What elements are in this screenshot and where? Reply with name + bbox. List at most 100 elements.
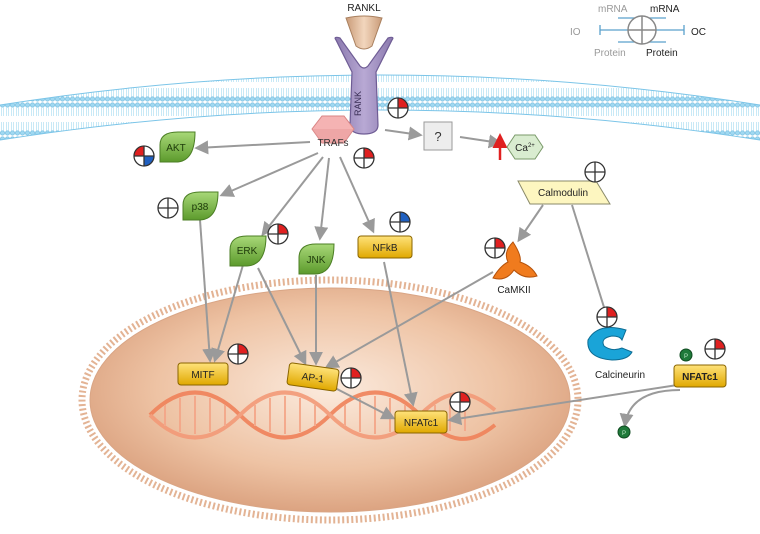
- trafs-regulation-indicator: [353, 147, 375, 169]
- indicator-quadrant: [607, 317, 617, 327]
- nfkb-regulation-indicator: [389, 211, 411, 233]
- indicator-quadrant: [450, 392, 460, 402]
- indicator-quadrant: [595, 162, 605, 172]
- legend: IO OC mRNA mRNA Protein Protein: [570, 4, 706, 59]
- phosphate-bottom: P: [617, 425, 631, 439]
- mitf-regulation-indicator: [227, 343, 249, 365]
- indicator-quadrant: [351, 378, 361, 388]
- nfkb-label: NFkB: [373, 243, 398, 254]
- indicator-quadrant: [168, 208, 178, 218]
- calmodulin-regulation-indicator: [584, 161, 606, 183]
- phosphate-top: P: [679, 348, 693, 362]
- nfkb-node: NFkB: [357, 235, 413, 259]
- indicator-quadrant: [341, 368, 351, 378]
- ap1-label: AP-1: [301, 371, 325, 385]
- jnk-node: JNK: [298, 243, 335, 275]
- p38-label: p38: [192, 202, 209, 213]
- indicator-quadrant: [390, 222, 400, 232]
- indicator-quadrant: [485, 238, 495, 248]
- rankl-ligand: RANKL: [345, 3, 383, 50]
- indicator-quadrant: [354, 158, 364, 168]
- camkii-label: CaMKII: [497, 285, 530, 296]
- nfatc1-nuclear-node: NFATc1: [394, 410, 448, 434]
- unknown-label: ?: [434, 129, 441, 144]
- calcineurin-label: Calcineurin: [595, 370, 645, 381]
- nfatc1-cytoplasmic-label: NFATc1: [682, 372, 718, 383]
- indicator-quadrant: [354, 148, 364, 158]
- indicator-quadrant: [134, 156, 144, 166]
- indicator-quadrant: [364, 158, 374, 168]
- nfatc1-cyto-regulation-indicator: [704, 338, 726, 360]
- indicator-quadrant: [228, 354, 238, 364]
- indicator-quadrant: [400, 222, 410, 232]
- rank-label: RANK: [353, 91, 363, 116]
- nucleus: [78, 276, 582, 524]
- indicator-quadrant: [705, 349, 715, 359]
- nfatc1-nuc-regulation-indicator: [449, 391, 471, 413]
- calcineurin-regulation-indicator: [596, 306, 618, 328]
- indicator-quadrant: [158, 208, 168, 218]
- indicator-quadrant: [400, 212, 410, 222]
- indicator-quadrant: [268, 234, 278, 244]
- indicator-quadrant: [388, 108, 398, 118]
- indicator-quadrant: [341, 378, 351, 388]
- erk-label: ERK: [237, 246, 258, 257]
- trafs-node: TRAFs: [311, 115, 355, 149]
- indicator-quadrant: [715, 349, 725, 359]
- indicator-quadrant: [278, 224, 288, 234]
- indicator-quadrant: [705, 339, 715, 349]
- indicator-quadrant: [268, 224, 278, 234]
- indicator-quadrant: [168, 198, 178, 208]
- erk-regulation-indicator: [267, 223, 289, 245]
- indicator-quadrant: [364, 148, 374, 158]
- indicator-quadrant: [351, 368, 361, 378]
- unknown-mediator: ?: [423, 121, 453, 151]
- indicator-quadrant: [495, 248, 505, 258]
- indicator-quadrant: [595, 172, 605, 182]
- rankl-label: RANKL: [347, 3, 381, 14]
- indicator-quadrant: [585, 172, 595, 182]
- nfatc1-cytoplasmic-node: NFATc1: [673, 364, 727, 388]
- indicator-quadrant: [228, 344, 238, 354]
- indicator-quadrant: [238, 354, 248, 364]
- indicator-quadrant: [144, 156, 154, 166]
- cell-membrane: [0, 74, 760, 141]
- mitf-node: MITF: [177, 362, 229, 386]
- calcium-label-superscript: 2+: [528, 143, 535, 149]
- legend-top-right-label: mRNA: [650, 4, 680, 15]
- legend-top-left-label: mRNA: [598, 4, 628, 15]
- calmodulin-label: Calmodulin: [538, 188, 588, 199]
- indicator-quadrant: [597, 307, 607, 317]
- ap1-node: AP-1: [286, 362, 340, 392]
- calcium-node: Ca2+: [492, 133, 544, 160]
- phosphate-top-label: P: [684, 354, 688, 360]
- indicator-quadrant: [390, 212, 400, 222]
- indicator-quadrant: [485, 248, 495, 258]
- indicator-quadrant: [398, 108, 408, 118]
- erk-node: ERK: [229, 235, 267, 267]
- calmodulin-node: Calmodulin: [517, 180, 611, 205]
- calcineurin-node: Calcineurin: [587, 327, 645, 381]
- indicator-quadrant: [238, 344, 248, 354]
- indicator-quadrant: [495, 238, 505, 248]
- mitf-label: MITF: [191, 370, 214, 381]
- pathway-arrows: [194, 126, 685, 428]
- akt-regulation-indicator: [133, 145, 155, 167]
- phosphate-bottom-label: P: [622, 431, 626, 437]
- akt-node: AKT: [159, 131, 196, 163]
- legend-bottom-right-label: Protein: [646, 48, 678, 59]
- camkii-regulation-indicator: [484, 237, 506, 259]
- legend-left-label: IO: [570, 27, 581, 38]
- indicator-quadrant: [278, 234, 288, 244]
- indicator-quadrant: [144, 146, 154, 156]
- rank-regulation-indicator: [387, 97, 409, 119]
- indicator-quadrant: [460, 392, 470, 402]
- jnk-label: JNK: [307, 255, 326, 266]
- indicator-quadrant: [585, 162, 595, 172]
- indicator-quadrant: [134, 146, 144, 156]
- indicator-quadrant: [450, 402, 460, 412]
- indicator-quadrant: [398, 98, 408, 108]
- legend-right-label: OC: [691, 27, 706, 38]
- indicator-quadrant: [607, 307, 617, 317]
- indicator-quadrant: [388, 98, 398, 108]
